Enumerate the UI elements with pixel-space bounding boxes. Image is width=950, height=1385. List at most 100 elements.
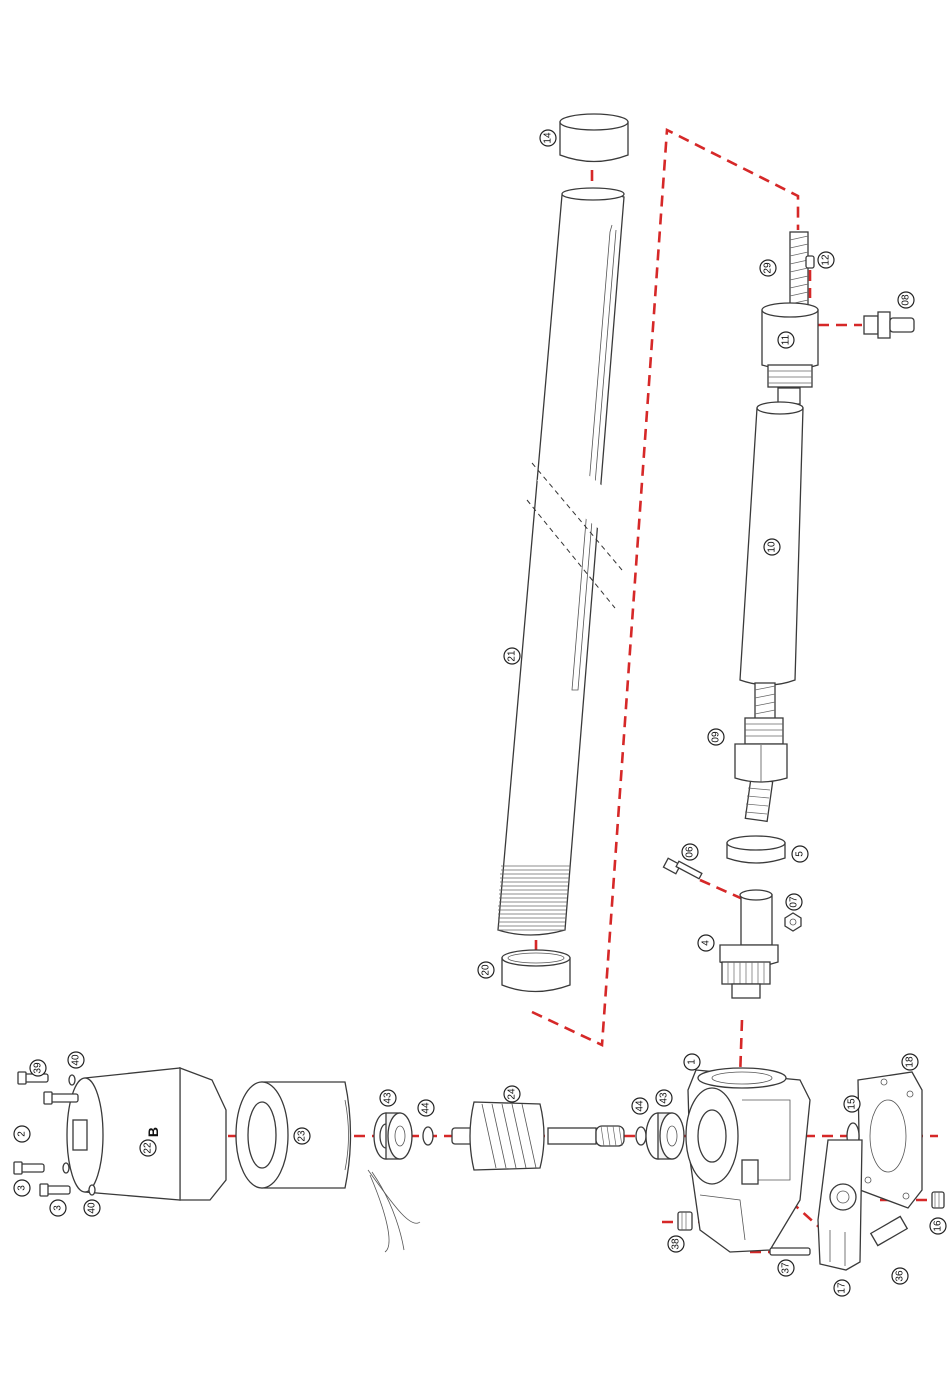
leader-screw-06 [700, 880, 745, 900]
callout-29-text: 29 [763, 262, 774, 274]
callout-21: 21 [504, 648, 520, 664]
tube-ring-20 [502, 950, 570, 992]
callout-29: 29 [760, 260, 776, 276]
callout-16-text: 16 [933, 1220, 944, 1232]
callout-1-text: 1 [687, 1059, 698, 1065]
callout-06: 06 [682, 844, 698, 860]
washer-44-right [636, 1127, 646, 1145]
callout-15-text: 15 [847, 1098, 858, 1110]
nut-09 [735, 718, 787, 782]
washer-44-left [423, 1127, 433, 1145]
motor-screw-3a [14, 1162, 44, 1174]
callout-43a: 43 [380, 1090, 396, 1106]
callout-07-text: 07 [789, 896, 800, 908]
armature-24 [452, 1102, 624, 1170]
callout-40a-text: 40 [71, 1054, 82, 1066]
callout-3a-text: 3 [17, 1185, 28, 1191]
callout-18: 18 [902, 1054, 918, 1070]
callout-5-text: 5 [795, 851, 806, 857]
bearing-43-left [374, 1113, 412, 1159]
pin-37 [770, 1248, 810, 1255]
callout-2-text: 2 [17, 1131, 28, 1137]
washer-5 [727, 836, 785, 863]
tube-cap-14 [560, 114, 628, 162]
callout-23: 23 [294, 1128, 310, 1144]
callout-5: 5 [792, 846, 808, 862]
motor-variant-letter: B [145, 1127, 161, 1137]
callout-22-text: 22 [143, 1142, 154, 1154]
callout-20: 20 [478, 962, 494, 978]
callout-23-text: 23 [297, 1130, 308, 1142]
callout-18-text: 18 [905, 1056, 916, 1068]
callout-17: 17 [834, 1280, 850, 1296]
callout-10-text: 10 [767, 541, 778, 553]
callout-36: 36 [892, 1268, 908, 1284]
callout-07: 07 [786, 894, 802, 910]
plug-38 [678, 1212, 692, 1230]
callout-2: 2 [14, 1126, 30, 1142]
callout-40a: 40 [68, 1052, 84, 1068]
callout-11-text: 11 [781, 334, 792, 345]
callout-40b-text: 40 [87, 1202, 98, 1214]
callout-14-text: 14 [543, 132, 554, 144]
callout-39: 39 [30, 1060, 46, 1076]
callout-16: 16 [930, 1218, 946, 1234]
callout-21-text: 21 [507, 650, 518, 662]
motor-screw-3b [40, 1184, 70, 1196]
callout-43b: 43 [656, 1090, 672, 1106]
callout-09: 09 [708, 729, 724, 745]
callout-14: 14 [540, 130, 556, 146]
callout-3a: 3 [14, 1180, 30, 1196]
callout-44a: 44 [418, 1100, 434, 1116]
callout-12-text: 12 [821, 254, 832, 266]
outer-tube-21 [498, 188, 635, 935]
callout-17-text: 17 [837, 1282, 848, 1294]
stator-23 [236, 1082, 420, 1252]
callout-43b-text: 43 [659, 1092, 670, 1104]
callout-24-text: 24 [507, 1088, 518, 1100]
callout-37-text: 37 [781, 1262, 792, 1274]
callout-09-text: 09 [711, 731, 722, 743]
callout-22: 22 [140, 1140, 156, 1156]
callout-38: 38 [668, 1236, 684, 1252]
callout-40b: 40 [84, 1200, 100, 1216]
motor-bolt-top [44, 1092, 78, 1104]
callout-36-text: 36 [895, 1270, 906, 1282]
callout-20-text: 20 [481, 964, 492, 976]
nut-block-11 [762, 303, 818, 404]
callout-43a-text: 43 [383, 1092, 394, 1104]
callout-44b: 44 [632, 1098, 648, 1114]
key-36 [871, 1216, 907, 1245]
set-screw-12 [806, 256, 814, 268]
grease-nipple-08 [864, 312, 914, 338]
callout-12: 12 [818, 252, 834, 268]
callout-1: 1 [684, 1054, 700, 1070]
callout-38-text: 38 [671, 1238, 682, 1250]
callout-06-text: 06 [685, 846, 696, 858]
callout-39-text: 39 [33, 1062, 44, 1074]
callout-37: 37 [778, 1260, 794, 1276]
callout-24: 24 [504, 1086, 520, 1102]
callout-08: 08 [898, 292, 914, 308]
gearbox-housing-1 [686, 1068, 810, 1252]
callout-4: 4 [698, 935, 714, 951]
callout-3b: 3 [50, 1200, 66, 1216]
callout-11: 11 [778, 332, 794, 348]
callout-08-text: 08 [901, 294, 912, 306]
callout-3b-text: 3 [53, 1205, 64, 1211]
bearing-43-right [646, 1113, 684, 1159]
callout-44b-text: 44 [635, 1100, 646, 1112]
nut-07 [785, 913, 801, 931]
callout-44a-text: 44 [421, 1102, 432, 1114]
worm-gear [596, 1126, 624, 1146]
coupling-4 [720, 890, 778, 998]
screw-06 [663, 858, 701, 878]
callout-4-text: 4 [701, 940, 712, 946]
plug-16 [932, 1192, 944, 1208]
gearbox-cover-18 [858, 1072, 922, 1208]
callout-10: 10 [764, 539, 780, 555]
lead-screw-29 [790, 232, 808, 312]
switch-17 [818, 1140, 862, 1270]
callout-15: 15 [844, 1096, 860, 1112]
